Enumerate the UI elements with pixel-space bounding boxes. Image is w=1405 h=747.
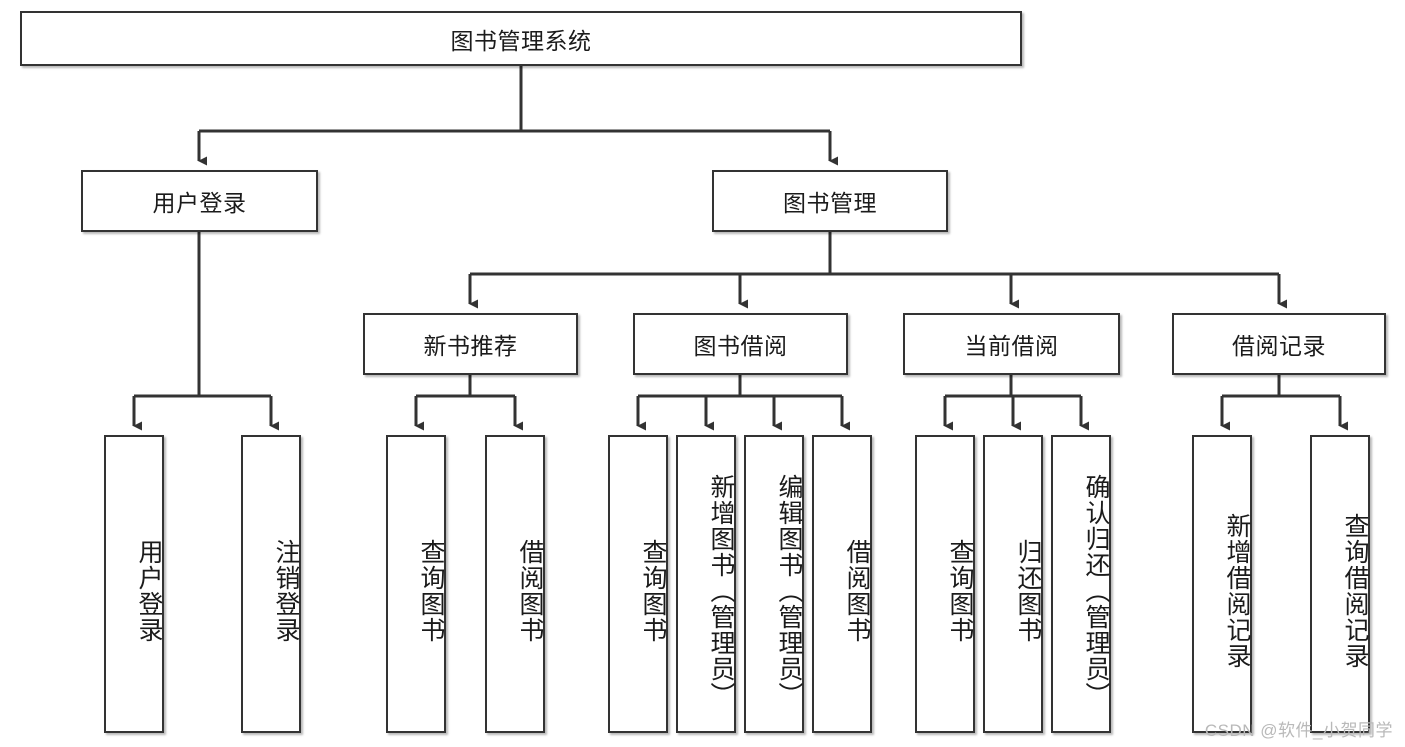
node-new-book-recommend[interactable]: 新书推荐 — [363, 313, 578, 375]
node-current-borrow[interactable]: 当前借阅 — [903, 313, 1120, 375]
leaf-logout[interactable]: 注销登录 — [241, 435, 301, 733]
node-label: 用户登录 — [135, 539, 163, 643]
leaf-borrow-book[interactable]: 借阅图书 — [812, 435, 872, 733]
csdn-watermark: CSDN @软件_小贺同学 — [1204, 721, 1393, 740]
node-label: 查询借阅记录 — [1341, 513, 1369, 669]
leaf-borrow-book-recommend[interactable]: 借阅图书 — [485, 435, 545, 733]
leaf-add-borrow-record[interactable]: 新增借阅记录 — [1192, 435, 1252, 733]
node-borrow-record[interactable]: 借阅记录 — [1172, 313, 1386, 375]
leaf-add-book-admin[interactable]: 新增图书（管理员） — [676, 435, 736, 733]
leaf-return-book[interactable]: 归还图书 — [983, 435, 1043, 733]
node-label: 当前借阅 — [964, 333, 1059, 359]
leaf-user-login[interactable]: 用户登录 — [104, 435, 164, 733]
leaf-confirm-return-admin[interactable]: 确认归还（管理员） — [1051, 435, 1111, 733]
node-label: 查询图书 — [417, 539, 445, 643]
node-label: 查询图书 — [639, 539, 667, 643]
leaf-query-borrow-record[interactable]: 查询借阅记录 — [1310, 435, 1370, 733]
node-label: 新增借阅记录 — [1223, 513, 1251, 669]
node-label: 归还图书 — [1014, 539, 1042, 643]
node-label: 借阅图书 — [843, 539, 871, 643]
node-label: 图书管理系统 — [450, 27, 592, 54]
node-label: 图书管理 — [783, 190, 877, 216]
node-root-system[interactable]: 图书管理系统 — [20, 11, 1022, 66]
node-label: 新增图书（管理员） — [707, 474, 735, 708]
leaf-query-book-recommend[interactable]: 查询图书 — [386, 435, 446, 733]
node-label: 用户登录 — [152, 190, 247, 216]
node-user-login[interactable]: 用户登录 — [81, 170, 318, 232]
node-label: 注销登录 — [272, 539, 300, 643]
node-label: 确认归还（管理员） — [1082, 474, 1110, 708]
node-book-borrow[interactable]: 图书借阅 — [633, 313, 848, 375]
leaf-query-book-current[interactable]: 查询图书 — [915, 435, 975, 733]
node-label: 查询图书 — [946, 539, 974, 643]
node-label: 借阅图书 — [516, 539, 544, 643]
leaf-query-book-borrow[interactable]: 查询图书 — [608, 435, 668, 733]
node-label: 新书推荐 — [423, 333, 518, 359]
leaf-edit-book-admin[interactable]: 编辑图书（管理员） — [744, 435, 804, 733]
node-label: 编辑图书（管理员） — [775, 474, 803, 708]
node-book-manage[interactable]: 图书管理 — [712, 170, 948, 232]
node-label: 图书借阅 — [693, 333, 788, 359]
node-label: 借阅记录 — [1232, 333, 1326, 359]
